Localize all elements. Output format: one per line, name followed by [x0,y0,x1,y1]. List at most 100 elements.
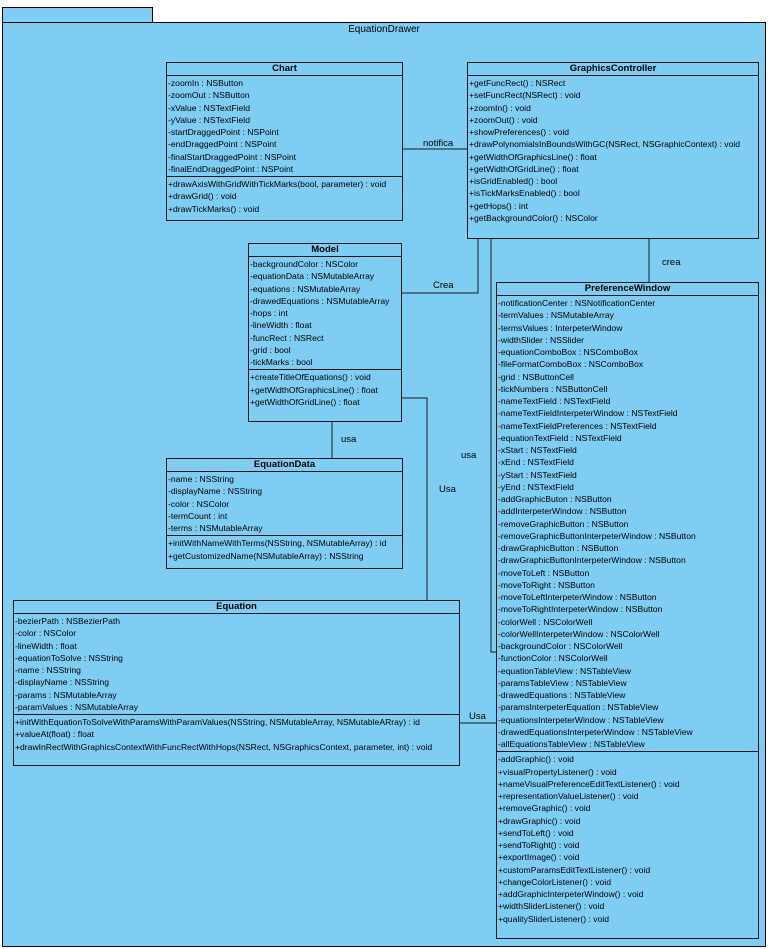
class-name: Equation [14,601,459,614]
attributes-compartment: -notificationCenter : NSNotificationCent… [497,296,758,753]
attribute: -moveToRight : NSButton [498,579,595,590]
operation: +createTitleOfEquations() : void [250,372,371,383]
operations-compartment: +drawAxisWithGridWithTickMarks(bool, par… [167,177,402,216]
operation: +drawGraphic() : void [498,815,581,826]
operation: +drawPolynomialsInBoundsWithGC(NSRect, N… [469,139,741,150]
attribute: -addInterpeterWindow : NSButton [498,506,627,517]
relation-label-usa-equation: Usa [439,484,456,495]
attribute: -finalEndDraggedPoint : NSPoint [168,163,294,174]
attribute: -endDraggedPoint : NSPoint [168,139,277,150]
class-model: Model -backgroundColor : NSColor -equati… [248,243,402,422]
operation: +sendToLeft() : void [498,827,574,838]
attribute: -removeGraphicButtonInterpeterWindow : N… [498,530,696,541]
attribute: -lineWidth : float [250,320,312,331]
attribute: -equationToSolve : NSString [15,652,123,663]
operations-compartment: +createTitleOfEquations() : void +getWid… [249,370,401,409]
operation: +isGridEnabled() : bool [469,176,558,186]
attribute: -zoomIn : NSButton [168,78,243,88]
operation: +valueAt(float) : float [15,729,95,740]
operation: +widthSliderListener() : void [498,901,605,912]
attribute: -equations : NSMutableArray [250,283,361,294]
attribute: -drawedEquations : NSTableView [498,690,626,700]
attribute: -drawedEquationsInterpeterWindow : NSTab… [498,726,693,737]
operations-compartment: +initWithEquationToSolveWithParamsWithPa… [14,715,459,754]
class-graphics-controller: GraphicsController +getFuncRect() : NSRe… [467,62,759,239]
attribute: -yEnd : NSTextField [498,481,574,492]
attribute: -paramsTableView : NSTableView [498,677,627,688]
attribute: -funcRect : NSRect [250,332,324,343]
attribute: -grid : bool [250,344,291,355]
attribute: -finalStartDraggedPoint : NSPoint [168,151,297,162]
class-name: Chart [167,63,402,76]
attribute: -colorWellInterpeterWindow : NSColorWell [498,628,660,639]
operation: +getBackgroundColor() : NSColor [469,212,598,223]
operation: +getWidthOfGraphicsLine() : float [469,151,597,162]
package-tab [2,7,153,23]
attribute: -color : NSColor [15,628,77,639]
attributes-compartment: -bezierPath : NSBezierPath -color : NSCo… [14,614,459,715]
operation: +getHops() : int [469,200,528,211]
attribute: -terms : NSMutableArray [168,523,263,533]
operation: +getWidthOfGridLine() : float [469,163,579,174]
operation: +representationValueListener() : void [498,791,639,801]
relation-label-usa-pref: usa [461,450,477,461]
attribute: -nameTextField : NSTextField [498,396,611,406]
attribute: -equationsInterpeterWindow : NSTableView [498,714,664,725]
attribute: -allEquationsTableView : NSTableView [498,739,645,749]
attribute: -nameTextFieldInterpeterWindow : NSTextF… [498,408,678,419]
operation: +customParamsEditTextListener() : void [498,864,651,875]
class-name: PreferenceWindow [497,283,758,296]
attribute: -tickMarks : bool [250,357,313,367]
attribute: -backgroundColor : NSColor [250,259,358,269]
attribute: -termValues : NSMutableArray [498,310,614,321]
operation: +showPreferences() : void [469,127,570,137]
attribute: -tickNumbers : NSButtonCell [498,383,608,394]
operation: +getWidthOfGridLine() : float [250,396,360,407]
operation: +getWidthOfGraphicsLine() : float [250,384,378,395]
operations-compartment: +getFuncRect() : NSRect +setFuncRect(NSR… [468,76,758,225]
operation: -addGraphic() : void [498,754,574,765]
operations-compartment: -addGraphic() : void +visualPropertyList… [497,752,758,926]
operation: +drawInRectWithGraphicsContextWithFuncRe… [15,741,433,752]
attribute: -termsValues : InterpeterWindow [498,322,623,333]
class-chart: Chart -zoomIn : NSButton -zoomOut : NSBu… [166,62,403,221]
attribute: -drawedEquations : NSMutableArray [250,295,390,306]
package-title: EquationDrawer [348,24,420,35]
attribute: -paramsInterpeterEquation : NSTableView [498,702,659,713]
attribute: -backgroundColor : NSColorWell [498,641,623,651]
attribute: -grid : NSButtonCell [498,371,574,382]
attribute: -xEnd : NSTextField [498,457,574,468]
class-equation-data: EquationData -name : NSString -displayNa… [166,458,403,569]
operation: +getFuncRect() : NSRect [469,78,566,88]
attribute: -paramValues : NSMutableArray [15,701,139,712]
attributes-compartment: -zoomIn : NSButton -zoomOut : NSButton -… [167,76,402,177]
attribute: -termCount : int [168,510,228,521]
attribute: -yStart : NSTextField [498,469,577,480]
attribute: -moveToLeft : NSButton [498,567,590,578]
relation-label-crea-model: Crea [433,280,454,291]
class-preference-window: PreferenceWindow -notificationCenter : N… [496,282,759,939]
attribute: -lineWidth : float [15,640,77,651]
operation: +visualPropertyListener() : void [498,766,617,777]
attribute: -removeGraphicButton : NSButton [498,518,629,529]
attribute: -widthSlider : NSSlider [498,334,584,345]
operation: +nameVisualPreferenceEditTextListener() … [498,778,680,789]
class-name: GraphicsController [468,63,758,76]
attribute: -equationTextField : NSTextField [498,432,622,443]
attribute: -xValue : NSTextField [168,102,250,113]
attribute: -displayName : NSString [15,677,110,688]
attribute: -bezierPath : NSBezierPath [15,616,121,626]
attribute: -name : NSString [168,474,234,484]
attribute: -colorWell : NSColorWell [498,616,593,627]
operation: +initWithEquationToSolveWithParamsWithPa… [15,717,420,727]
operation: +removeGraphic() : void [498,803,591,814]
attribute: -startDraggedPoint : NSPoint [168,127,279,137]
attribute: -moveToRightInterpeterWindow : NSButton [498,604,663,615]
attribute: -color : NSColor [168,498,230,509]
operation: +setFuncRect(NSRect) : void [469,90,581,101]
attribute: -yValue : NSTextField [168,114,250,125]
relation-label-crea-pref: crea [662,257,681,268]
class-name: Model [249,244,401,257]
operation: +isTickMarksEnabled() : bool [469,188,580,199]
